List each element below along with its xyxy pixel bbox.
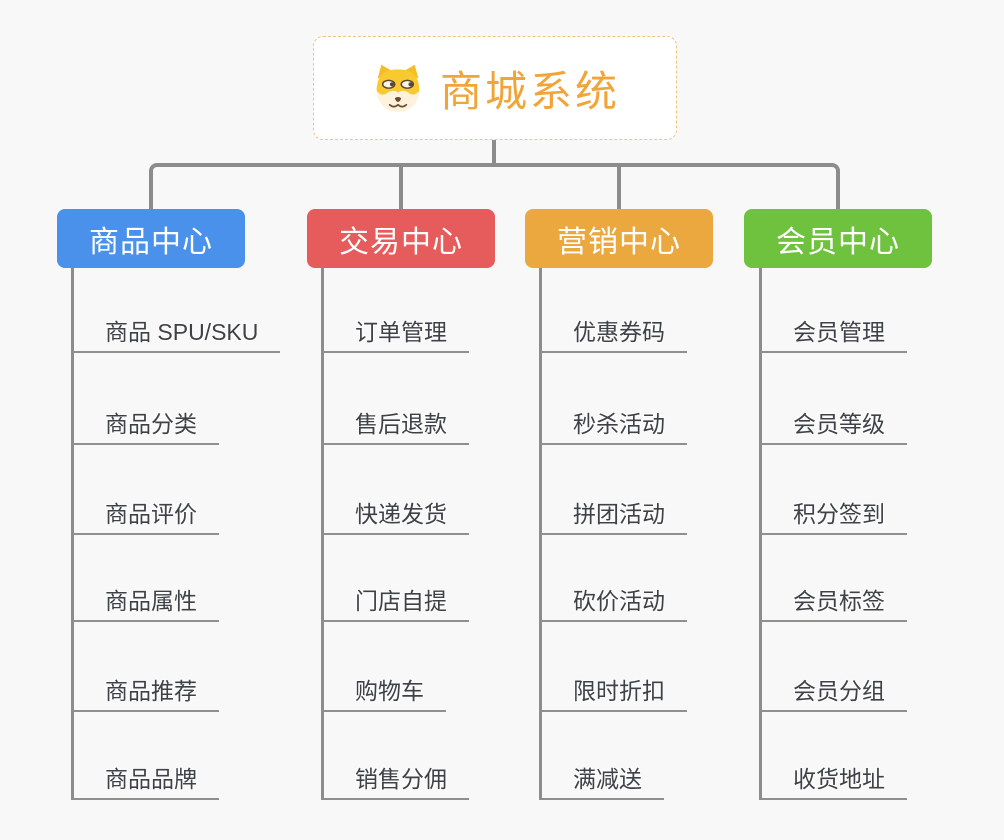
leaf-node[interactable]: 销售分佣 xyxy=(321,762,469,800)
connector-bus-left xyxy=(149,163,495,210)
leaf-node[interactable]: 积分签到 xyxy=(759,497,907,535)
leaf-node[interactable]: 门店自提 xyxy=(321,584,469,622)
leaf-node[interactable]: 收货地址 xyxy=(759,762,907,800)
branch-node-marketing-center[interactable]: 营销中心 xyxy=(525,209,713,268)
leaf-node[interactable]: 秒杀活动 xyxy=(539,407,687,445)
leaf-node[interactable]: 商品属性 xyxy=(71,584,219,622)
leaf-node[interactable]: 砍价活动 xyxy=(539,584,687,622)
branch-node-product-center[interactable]: 商品中心 xyxy=(57,209,245,268)
leaf-node[interactable]: 商品 SPU/SKU xyxy=(71,315,281,353)
connector-bus-right xyxy=(494,163,840,210)
leaf-node[interactable]: 商品评价 xyxy=(71,497,219,535)
leaf-node[interactable]: 会员等级 xyxy=(759,407,907,445)
root-node-title: 商城系统 xyxy=(439,67,620,115)
root-node[interactable]: 商城系统 xyxy=(313,36,677,140)
leaf-node[interactable]: 商品品牌 xyxy=(71,762,219,800)
leaf-node[interactable]: 会员标签 xyxy=(759,584,907,622)
leaf-node[interactable]: 限时折扣 xyxy=(539,674,687,712)
leaf-node[interactable]: 会员分组 xyxy=(759,674,907,712)
leaf-node[interactable]: 会员管理 xyxy=(759,315,907,353)
branch-2-children-column: 订单管理 售后退款 快递发货 门店自提 购物车 销售分佣 xyxy=(321,268,551,800)
leaf-node[interactable]: 拼团活动 xyxy=(539,497,687,535)
leaf-node[interactable]: 满减送 xyxy=(539,762,664,800)
connector-drop-branch-3 xyxy=(617,165,621,210)
branch-node-trade-center[interactable]: 交易中心 xyxy=(307,209,495,268)
leaf-node[interactable]: 售后退款 xyxy=(321,407,469,445)
leaf-node[interactable]: 订单管理 xyxy=(321,315,469,353)
leaf-node[interactable]: 快递发货 xyxy=(321,497,469,535)
connector-drop-branch-2 xyxy=(399,165,403,210)
branch-3-children-column: 优惠券码 秒杀活动 拼团活动 砍价活动 限时折扣 满减送 xyxy=(539,268,769,800)
leaf-node[interactable]: 优惠券码 xyxy=(539,315,687,353)
connector-root-stub xyxy=(492,139,496,165)
dog-face-icon xyxy=(376,64,420,113)
branch-1-children-column: 商品 SPU/SKU 商品分类 商品评价 商品属性 商品推荐 商品品牌 xyxy=(71,268,301,800)
leaf-node[interactable]: 商品推荐 xyxy=(71,674,219,712)
leaf-node[interactable]: 购物车 xyxy=(321,674,446,712)
branch-node-member-center[interactable]: 会员中心 xyxy=(744,209,932,268)
leaf-node[interactable]: 商品分类 xyxy=(71,407,219,445)
branch-4-children-column: 会员管理 会员等级 积分签到 会员标签 会员分组 收货地址 xyxy=(759,268,989,800)
